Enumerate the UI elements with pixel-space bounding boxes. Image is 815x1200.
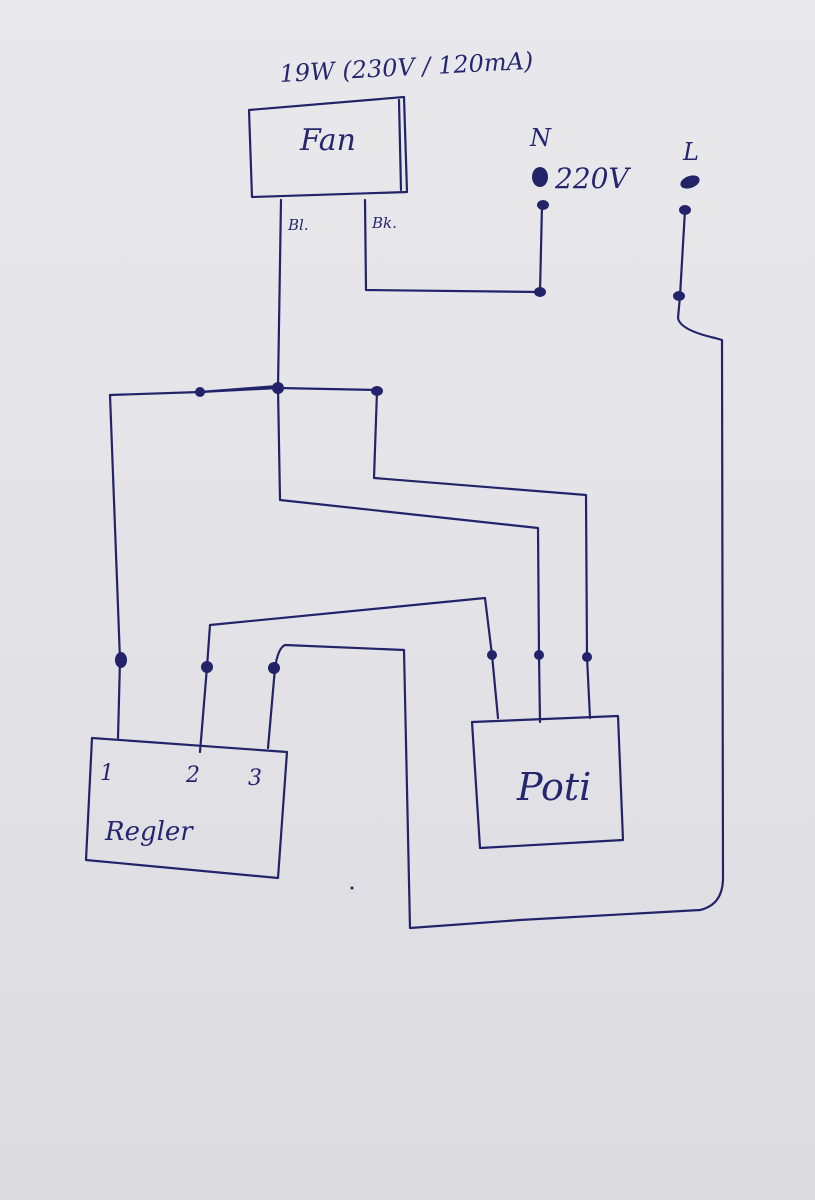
live-terminal <box>680 175 700 189</box>
junction-dot <box>195 387 205 397</box>
neutral-terminal <box>532 167 548 187</box>
pen-mark <box>350 886 354 890</box>
fan-label: Fan <box>299 123 356 158</box>
wire-to-poti-middle <box>276 386 542 724</box>
poti-label: Poti <box>516 765 591 809</box>
fan-rating: 19W (230V / 120mA) <box>279 47 534 88</box>
wire-neutral-drop <box>538 203 544 294</box>
regler-label: Regler <box>104 817 194 847</box>
junction-dot <box>534 287 546 297</box>
junction-dot <box>487 650 497 660</box>
junction-dot <box>201 661 213 673</box>
regler-box: 1 2 3 Regler <box>84 736 289 880</box>
junction-dot <box>673 291 685 301</box>
poti-box: Poti <box>470 714 625 850</box>
junction-dot <box>115 652 127 668</box>
wire-bus-double <box>198 384 280 394</box>
fan-box: Fan <box>247 95 409 199</box>
regler-terminal-3: 3 <box>248 766 262 791</box>
junction-dot <box>534 650 544 660</box>
wire-to-poti-right <box>372 389 592 720</box>
wire-live <box>273 208 725 930</box>
junction-dot <box>582 652 592 662</box>
junction-dot <box>537 200 549 210</box>
neutral-label: N <box>529 124 552 152</box>
wire-blue <box>276 198 283 390</box>
junction-dot <box>679 205 691 215</box>
wire-black-to-neutral <box>363 198 542 294</box>
wire-regler-3 <box>266 666 277 750</box>
wire-label-blue: Bl. <box>287 216 309 234</box>
voltage-label: 220V <box>554 162 631 195</box>
junction-dot <box>268 662 280 674</box>
regler-terminal-2: 2 <box>185 763 200 788</box>
wire-to-regler-1 <box>108 393 122 740</box>
regler-terminal-1: 1 <box>100 761 114 786</box>
wire-label-black: Bk. <box>371 214 397 232</box>
wire-regler-2-to-poti-left <box>198 596 500 754</box>
live-label: L <box>682 138 699 166</box>
